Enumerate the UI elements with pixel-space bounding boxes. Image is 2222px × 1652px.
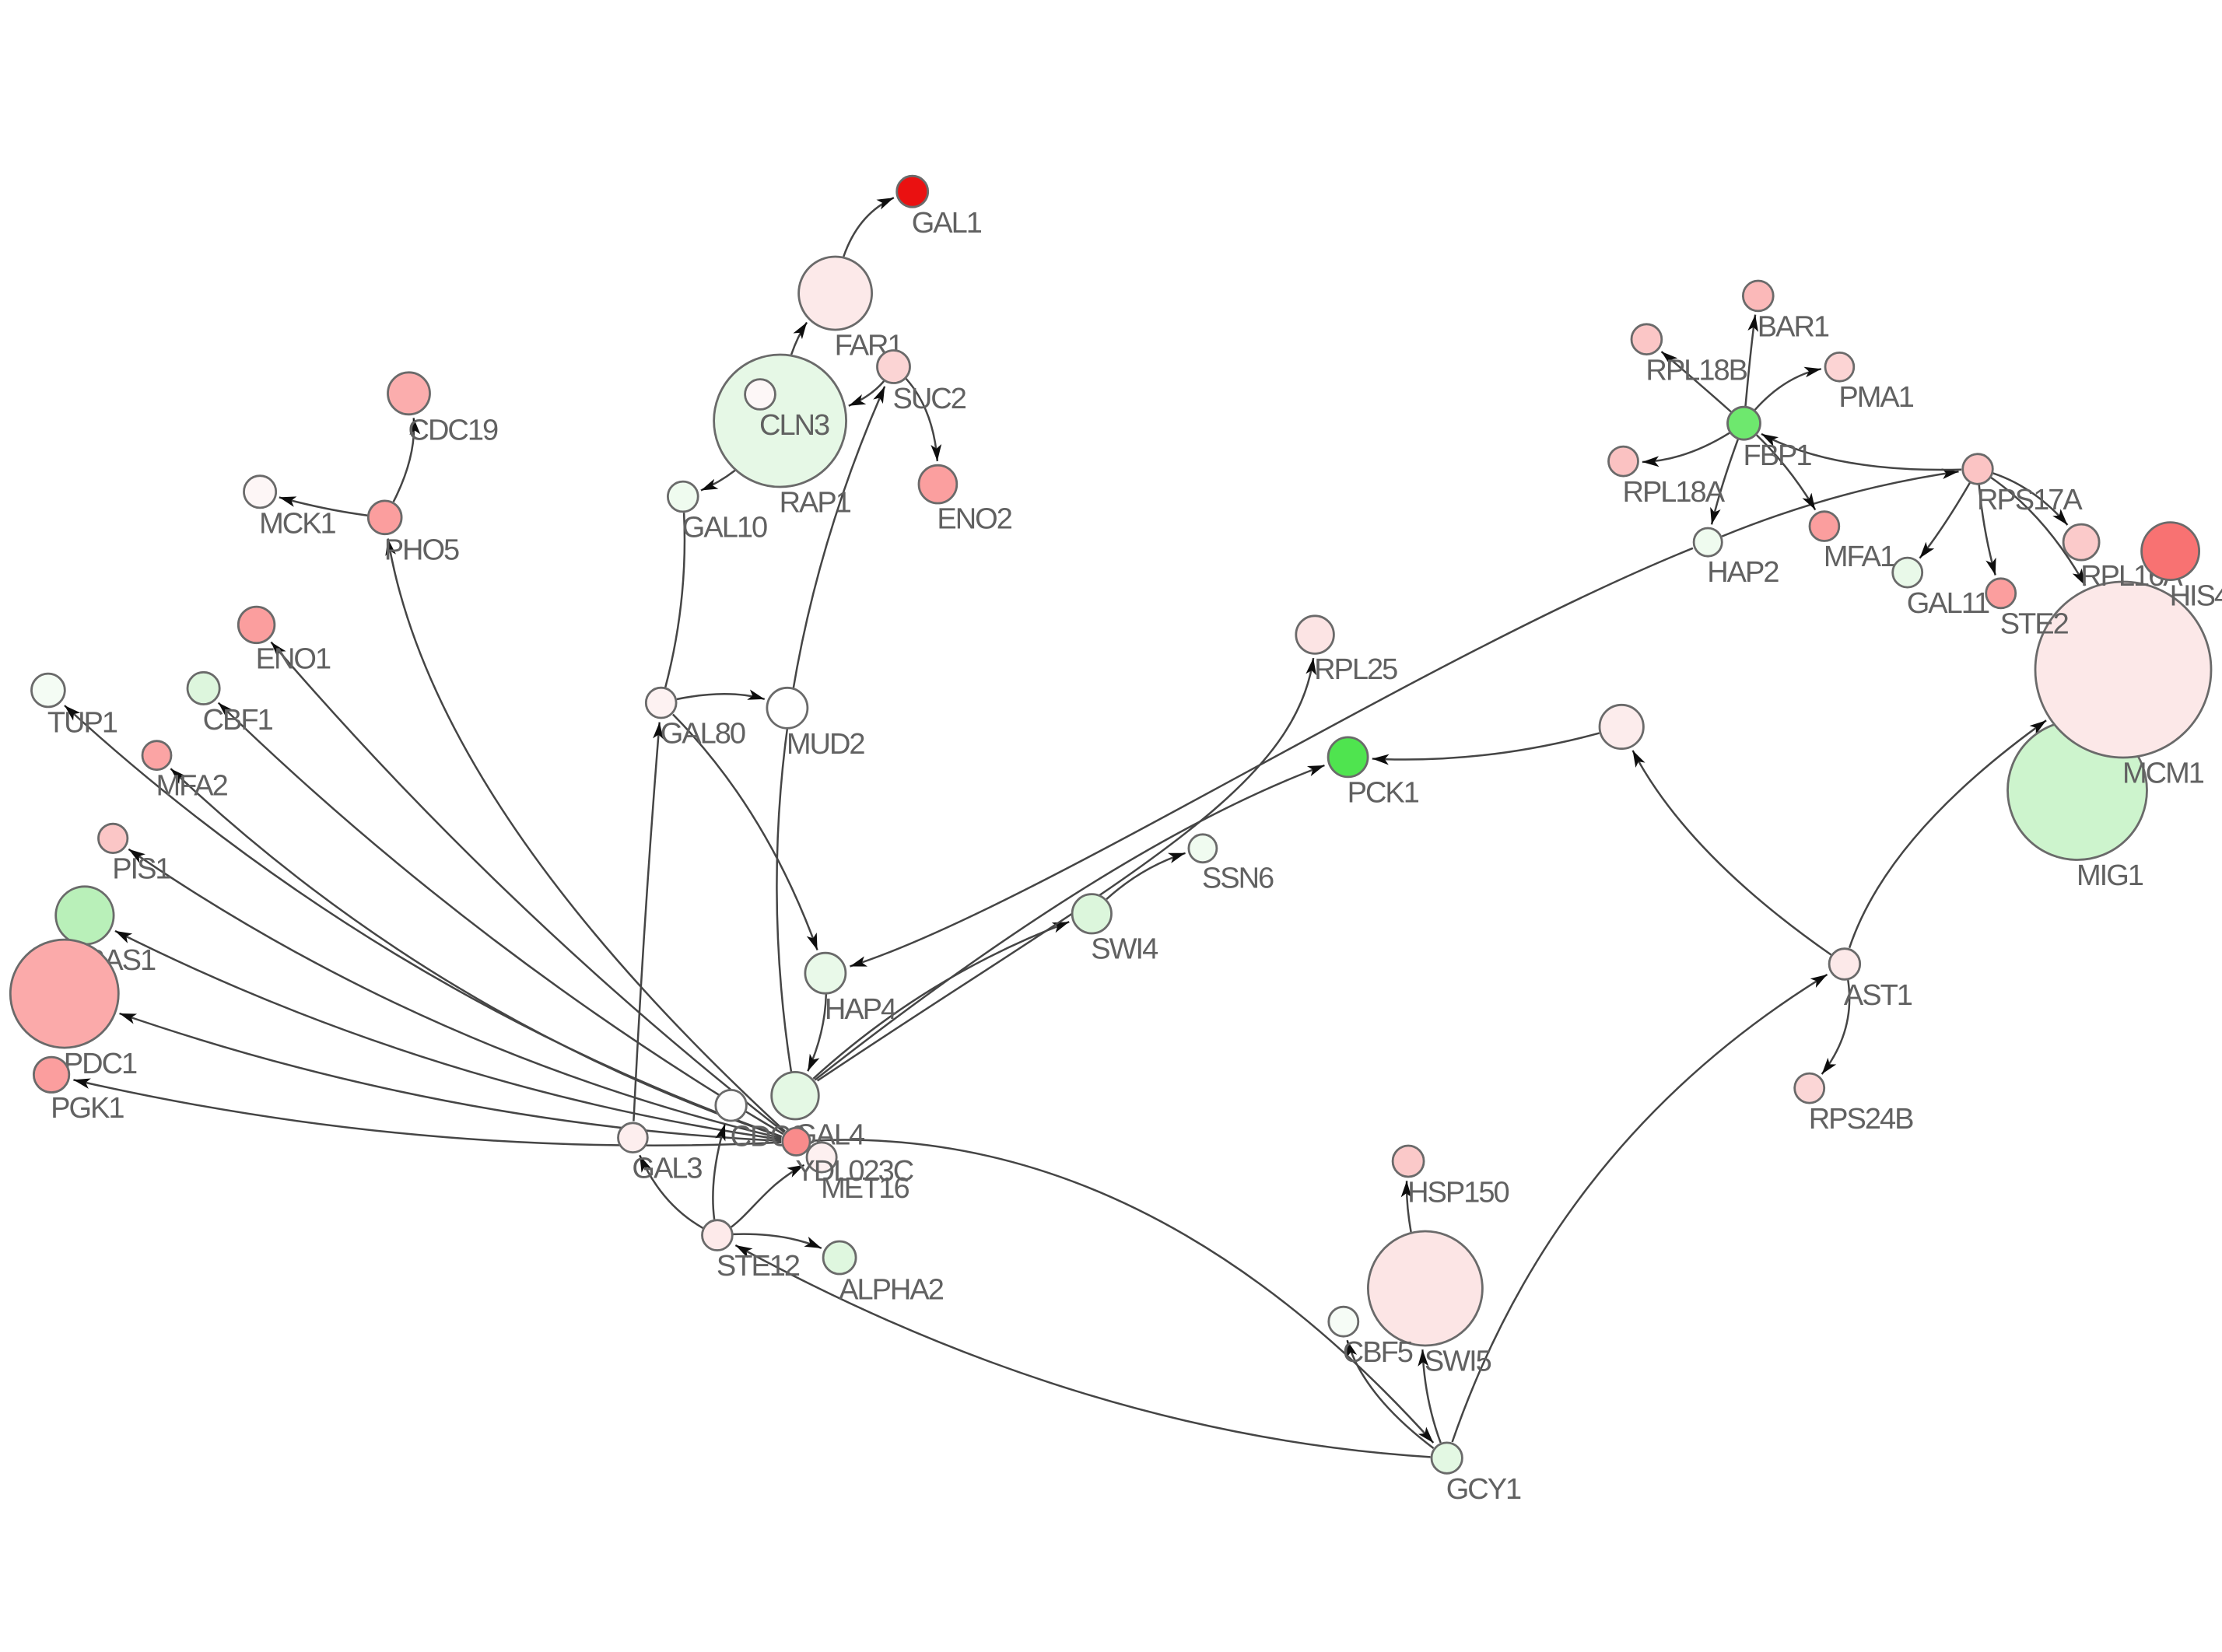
svg-text:TUP1: TUP1 [47, 707, 117, 740]
svg-text:STE12: STE12 [717, 1250, 800, 1283]
svg-text:GAL1: GAL1 [912, 207, 982, 240]
svg-text:PDC1: PDC1 [64, 1048, 137, 1080]
svg-text:MCM1: MCM1 [2122, 758, 2204, 790]
svg-text:PCK1: PCK1 [1348, 777, 1419, 810]
svg-text:CDC19: CDC19 [408, 415, 498, 447]
svg-text:CLN3: CLN3 [759, 409, 829, 442]
svg-text:PHO5: PHO5 [384, 534, 459, 566]
svg-text:CBF1: CBF1 [203, 704, 273, 737]
svg-text:STE2: STE2 [2000, 608, 2069, 641]
svg-text:SWI4: SWI4 [1091, 933, 1158, 966]
svg-text:MFA1: MFA1 [1824, 541, 1895, 573]
svg-text:RPS24B: RPS24B [1809, 1103, 1913, 1136]
svg-text:SWI5: SWI5 [1425, 1346, 1491, 1378]
svg-text:RAP1: RAP1 [780, 487, 851, 520]
svg-text:ALPHA2: ALPHA2 [839, 1274, 944, 1307]
svg-text:GCY1: GCY1 [1446, 1473, 1521, 1506]
svg-text:ENO2: ENO2 [937, 503, 1011, 536]
svg-text:PMA1: PMA1 [1838, 381, 1913, 414]
svg-text:RPL18B: RPL18B [1645, 354, 1747, 387]
svg-text:YDL023C: YDL023C [795, 1155, 913, 1188]
svg-text:ENO1: ENO1 [256, 642, 331, 675]
svg-text:RPS17A: RPS17A [1977, 484, 2083, 516]
svg-text:PIS1: PIS1 [112, 852, 170, 885]
svg-text:MCK1: MCK1 [259, 508, 335, 541]
svg-text:RPL25: RPL25 [1314, 653, 1397, 686]
svg-text:BAR1: BAR1 [1758, 311, 1829, 344]
svg-text:GAL11: GAL11 [1907, 587, 1989, 620]
svg-text:RPL18A: RPL18A [1623, 476, 1726, 509]
svg-text:HAP4: HAP4 [825, 993, 897, 1026]
svg-text:MET16: MET16 [821, 1172, 909, 1205]
svg-text:MIG1: MIG1 [2077, 859, 2143, 892]
svg-text:GAL80: GAL80 [661, 718, 745, 751]
svg-text:HSP150: HSP150 [1407, 1177, 1509, 1209]
svg-text:SUC2: SUC2 [893, 383, 966, 415]
svg-text:PGK1: PGK1 [51, 1092, 124, 1125]
svg-text:MFA2: MFA2 [156, 769, 228, 802]
svg-text:HAP2: HAP2 [1707, 556, 1779, 589]
svg-text:CBF5: CBF5 [1343, 1336, 1413, 1369]
svg-text:GAL10: GAL10 [682, 512, 767, 544]
svg-text:HIS4: HIS4 [2170, 579, 2222, 612]
svg-text:AST1: AST1 [1844, 979, 1912, 1012]
svg-text:FBP1: FBP1 [1744, 439, 1812, 472]
svg-text:SSN6: SSN6 [1202, 863, 1274, 895]
svg-text:GAL3: GAL3 [632, 1152, 702, 1185]
svg-text:MUD2: MUD2 [787, 728, 865, 761]
